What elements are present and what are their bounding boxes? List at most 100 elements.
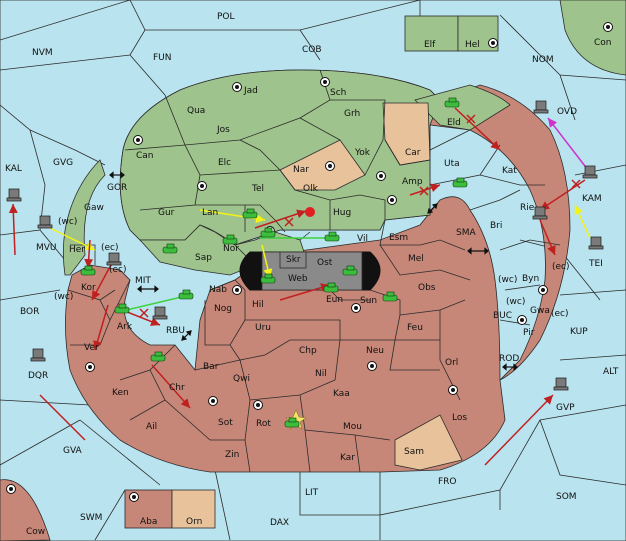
label-TEI: TEI — [588, 259, 603, 269]
label-DAX: DAX — [270, 518, 289, 528]
land-skr[interactable] — [279, 251, 307, 269]
label-Web: Web — [288, 274, 308, 284]
label-Byn: Byn — [522, 274, 539, 284]
fleets-layer[interactable] — [6, 100, 604, 391]
supply-center-icon — [208, 396, 218, 406]
dislodged-marker — [305, 207, 315, 217]
label-Gur: Gur — [158, 208, 175, 218]
order-arrow — [8, 203, 18, 256]
coast-label: (wc) — [58, 217, 77, 227]
label-Can: Can — [136, 151, 154, 161]
label-KUP: KUP — [570, 327, 588, 337]
orders-layer — [8, 107, 591, 466]
label-DQR: DQR — [28, 371, 48, 381]
army-unit — [242, 208, 258, 219]
army-unit — [324, 231, 340, 242]
land-gaw-her[interactable] — [62, 159, 106, 276]
label-Uta: Uta — [444, 159, 460, 169]
label-Amp: Amp — [402, 177, 423, 187]
land-sap[interactable] — [139, 224, 256, 276]
label-MVU: MVU — [36, 243, 57, 253]
label-Hug: Hug — [333, 208, 351, 218]
fleet-unit — [553, 377, 569, 391]
army-unit — [178, 289, 194, 300]
label-Rot: Rot — [256, 419, 271, 429]
order-arrow — [539, 219, 556, 256]
label-Bri: Bri — [490, 221, 502, 231]
label-Nil: Nil — [315, 369, 327, 379]
label-SWM: SWM — [80, 513, 102, 523]
fleet-unit — [582, 165, 598, 179]
label-SOM: SOM — [556, 492, 577, 502]
label-Sot: Sot — [218, 418, 233, 428]
label-GVG: GVG — [53, 158, 73, 168]
supply-center-icon — [538, 285, 548, 295]
supply-center-icon — [517, 315, 527, 325]
label-POL: POL — [217, 12, 235, 22]
label-FUN: FUN — [153, 53, 172, 63]
label-Chr: Chr — [169, 383, 185, 393]
label-SMA: SMA — [456, 228, 476, 238]
label-Eld: Eld — [447, 118, 461, 128]
supply-center-icon — [351, 303, 361, 313]
label-Mou: Mou — [343, 422, 362, 432]
label-Uru: Uru — [255, 323, 271, 333]
label-OVD: OVD — [557, 107, 577, 117]
coast-label: (wc) — [498, 275, 517, 285]
label-Elc: Elc — [218, 158, 231, 168]
label-Orn: Orn — [186, 517, 202, 527]
label-Kor: Kor — [81, 283, 96, 293]
label-ROD: ROD — [499, 354, 519, 364]
supply-center-icon — [376, 171, 386, 181]
land-elf[interactable] — [404, 15, 459, 52]
fleet-unit — [6, 188, 22, 202]
coast-label: (ec) — [101, 243, 119, 253]
label-GVP: GVP — [556, 403, 575, 413]
supply-centers — [6, 22, 613, 502]
land-eld[interactable] — [414, 84, 511, 131]
armies-layer[interactable] — [80, 97, 468, 428]
label-Nar: Nar — [293, 165, 309, 175]
army-unit — [260, 227, 276, 238]
label-Ail: Ail — [146, 422, 157, 432]
army-unit — [452, 177, 468, 188]
label-Nog: Nog — [214, 304, 232, 314]
land-orn[interactable] — [171, 489, 216, 529]
label-Pir: Pir — [523, 328, 535, 338]
label-Lan: Lan — [202, 208, 218, 218]
sea-labels: POL NVM FUN COB NOM GVG KAL GOR MIT SMA … — [5, 12, 619, 528]
supply-center-icon — [367, 361, 377, 371]
land-green-north[interactable] — [119, 69, 441, 246]
land-cow[interactable] — [0, 479, 51, 541]
order-arrow — [151, 364, 191, 409]
label-Jos: Jos — [216, 125, 230, 135]
label-ALT: ALT — [603, 367, 619, 377]
label-Grh: Grh — [344, 109, 360, 119]
order-arrow — [84, 239, 94, 269]
army-unit — [382, 291, 398, 302]
coast-label: (ec) — [551, 309, 569, 319]
label-Skr: Skr — [286, 255, 301, 265]
label-Olk: Olk — [303, 184, 319, 194]
label-COB: COB — [302, 45, 322, 55]
label-FRO: FRO — [438, 477, 457, 487]
label-Her: Her — [69, 245, 85, 255]
supply-center-icon — [387, 195, 397, 205]
order-arrow — [484, 394, 554, 466]
supply-center-icon — [129, 492, 139, 502]
fleet-unit — [532, 206, 548, 220]
order-arrow — [93, 304, 109, 351]
fleet-unit — [152, 306, 168, 320]
land-sam[interactable] — [394, 414, 463, 471]
fleet-unit — [106, 252, 122, 266]
order-arrow — [117, 294, 191, 313]
label-Mel: Mel — [408, 254, 424, 264]
order-arrow — [279, 283, 331, 301]
label-Qwi: Qwi — [233, 374, 250, 384]
fleet-unit — [37, 215, 53, 229]
label-Sch: Sch — [330, 88, 346, 98]
bounce-markers — [139, 114, 581, 318]
